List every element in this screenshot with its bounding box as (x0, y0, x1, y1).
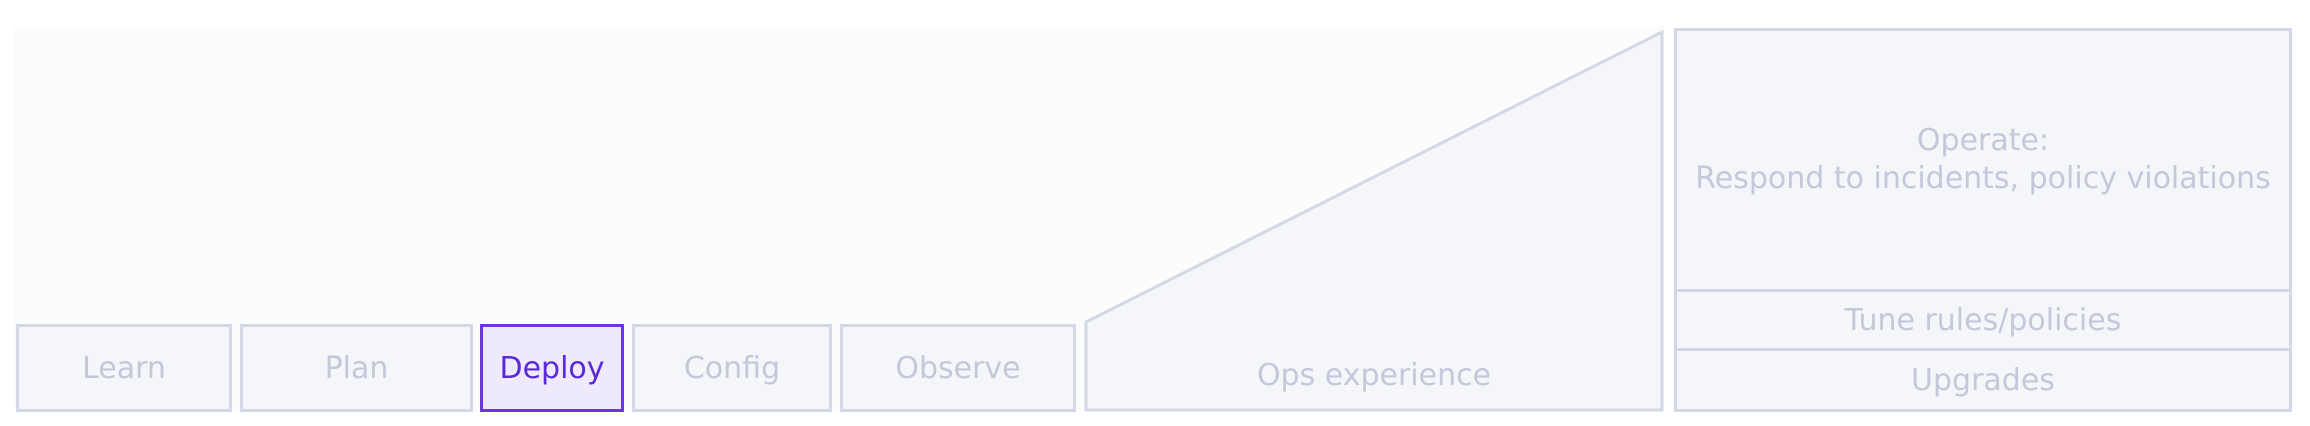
stage-observe-label: Observe (895, 350, 1021, 386)
stage-learn-label: Learn (82, 350, 166, 386)
stage-plan: Plan (240, 324, 473, 412)
stage-config: Config (632, 324, 832, 412)
stage-learn: Learn (16, 324, 232, 412)
tune-label: Tune rules/policies (1844, 302, 2122, 338)
ops-experience-ramp (1084, 29, 1664, 412)
ops-experience-label: Ops experience (1256, 357, 1492, 393)
tune-box: Tune rules/policies (1674, 289, 2292, 351)
stage-observe: Observe (840, 324, 1076, 412)
upgrades-box: Upgrades (1674, 348, 2292, 412)
stage-plan-label: Plan (324, 350, 389, 386)
stage-config-label: Config (683, 350, 781, 386)
stage-deploy: Deploy (480, 324, 624, 412)
operate-description: Respond to incidents, policy violations (1695, 161, 2271, 196)
operate-box: Operate: Respond to incidents, policy vi… (1674, 28, 2292, 292)
ops-experience-shape (1084, 29, 1664, 412)
stage-deploy-label: Deploy (499, 350, 605, 386)
upgrades-label: Upgrades (1911, 362, 2055, 398)
operate-title: Operate: (1916, 123, 2050, 158)
